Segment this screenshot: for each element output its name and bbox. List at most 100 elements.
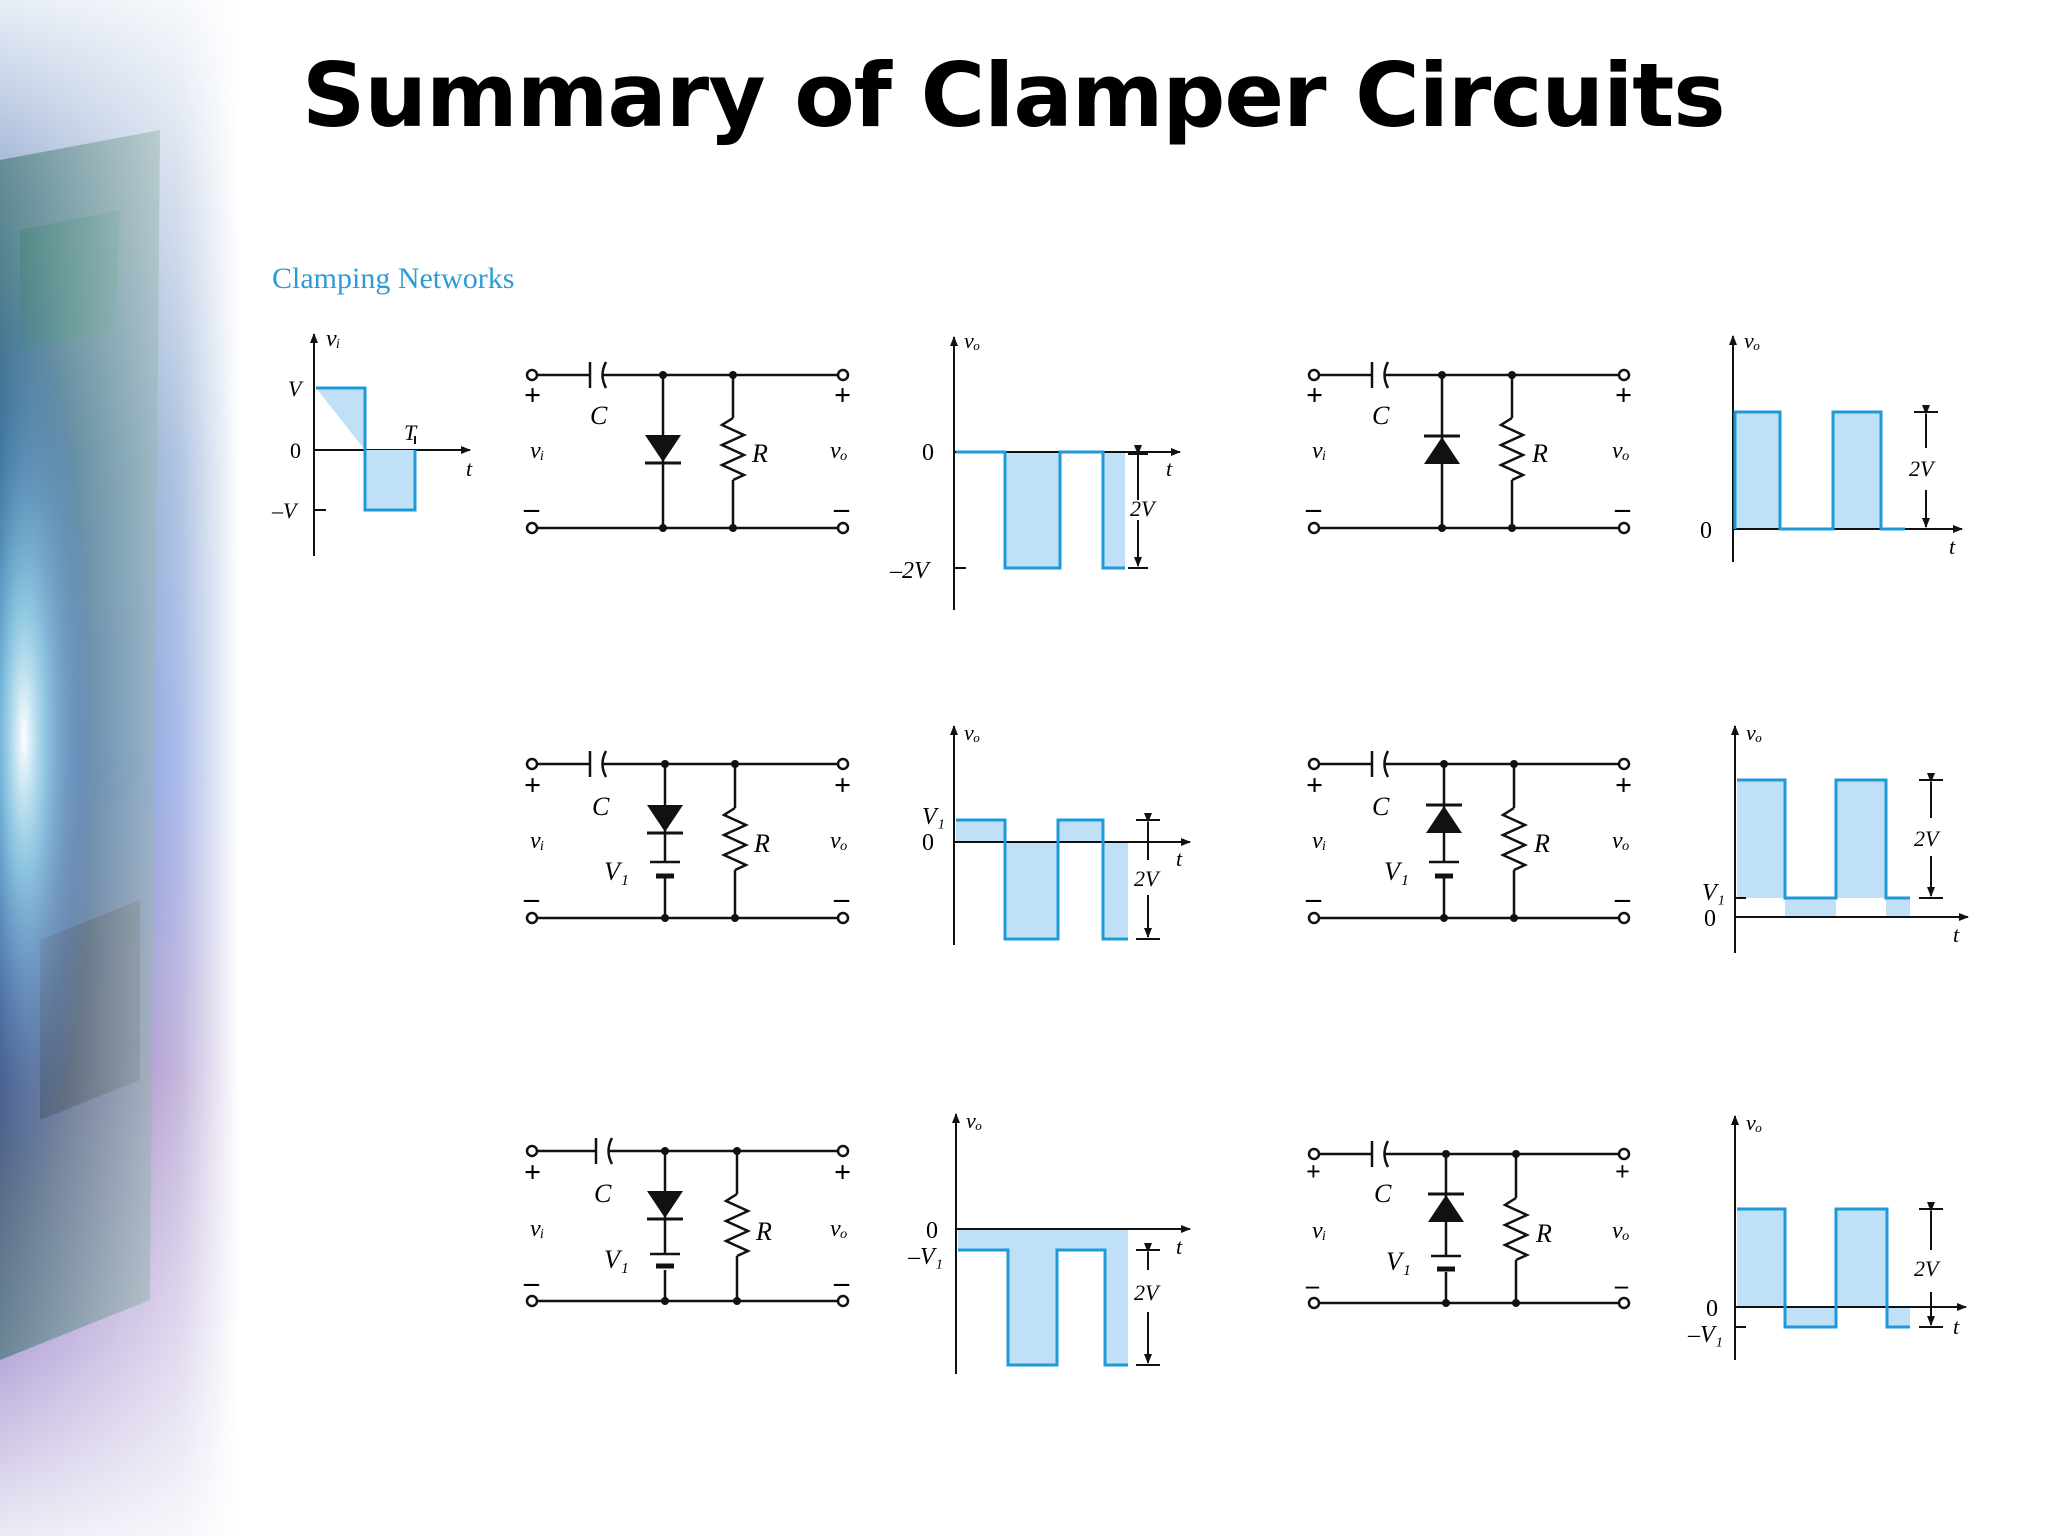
resistor-label: R <box>1531 439 1548 468</box>
output-t-label: t <box>1166 456 1173 481</box>
input-level-zero: 0 <box>290 438 301 463</box>
circuit-3 <box>525 750 850 925</box>
output-axis-label: vₒ <box>1746 1110 1762 1135</box>
minus-sign: – <box>1305 882 1322 915</box>
swing-label: 2V <box>1914 826 1941 851</box>
plus-sign: + <box>834 1156 851 1189</box>
graph6-negv1-label: –V₁ <box>1687 1322 1723 1348</box>
battery <box>650 1252 680 1269</box>
graph1-neg2v-label: –2V <box>889 558 931 584</box>
input-period-label: T <box>404 420 418 445</box>
output-graph-6 <box>1731 1115 1967 1360</box>
vo-label: vₒ <box>830 828 848 854</box>
vo-label: vₒ <box>1612 828 1630 854</box>
plus-sign: + <box>1615 379 1632 412</box>
output-axis-label: vₒ <box>966 1108 982 1133</box>
capacitor-label: C <box>592 792 610 821</box>
output-t-label: t <box>1953 922 1960 947</box>
circuit-5 <box>525 1137 850 1308</box>
graph5-zero-label: 0 <box>926 1218 938 1244</box>
minus-sign: – <box>1614 1271 1629 1300</box>
vo-label: vₒ <box>830 438 848 464</box>
minus-sign: – <box>1305 492 1322 525</box>
vo-label: vₒ <box>830 1216 848 1242</box>
battery <box>1429 860 1459 879</box>
minus-sign: – <box>1305 1271 1320 1300</box>
resistor-label: R <box>1535 1219 1552 1248</box>
output-t-label: t <box>1949 534 1956 559</box>
battery <box>650 860 680 879</box>
circuit-labels: + C vᵢ – R + vₒ – + C vᵢ – R + vₒ – + C … <box>523 379 1632 1300</box>
plus-sign: + <box>524 379 541 412</box>
minus-sign: – <box>833 882 850 915</box>
input-axis-label: vᵢ <box>326 326 340 352</box>
slide-title: Summary of Clamper Circuits <box>302 44 1726 147</box>
minus-sign: – <box>833 1266 850 1299</box>
swing-label: 2V <box>1134 1280 1161 1305</box>
swing-label: 2V <box>1130 496 1157 521</box>
output-graph-1 <box>950 336 1181 610</box>
plus-sign: + <box>1615 1157 1630 1186</box>
swing-label: 2V <box>1134 866 1161 891</box>
section-label: Clamping Networks <box>272 262 515 295</box>
vi-label: vᵢ <box>530 1216 544 1242</box>
output-t-label: t <box>1953 1314 1960 1339</box>
input-level-negv: –V <box>271 498 299 523</box>
battery <box>1431 1254 1461 1272</box>
vi-label: vᵢ <box>530 438 544 464</box>
plus-sign: + <box>834 769 851 802</box>
minus-sign: – <box>833 492 850 525</box>
output-axis-label: vₒ <box>1744 328 1760 353</box>
vo-label: vₒ <box>1612 438 1630 464</box>
input-t-label: t <box>466 456 473 481</box>
resistor-label: R <box>753 829 770 858</box>
minus-sign: – <box>1614 492 1631 525</box>
minus-sign: – <box>523 492 540 525</box>
graph3-zero-label: 0 <box>922 830 934 856</box>
capacitor-label: C <box>590 401 608 430</box>
input-signal-trace <box>316 386 417 512</box>
output-graph-3 <box>950 725 1191 945</box>
minus-sign: – <box>523 882 540 915</box>
vi-label: vᵢ <box>1312 1218 1326 1244</box>
plus-sign: + <box>524 769 541 802</box>
resistor <box>722 1192 752 1258</box>
output-axis-label: vₒ <box>964 328 980 353</box>
graph5-negv1-label: –V₁ <box>907 1244 943 1270</box>
diode <box>647 805 683 835</box>
plus-sign: + <box>1615 769 1632 802</box>
resistor <box>1499 806 1529 872</box>
capacitor-label: C <box>1372 792 1390 821</box>
vi-label: vᵢ <box>1312 828 1326 854</box>
output-t-label: t <box>1176 1234 1183 1259</box>
circuit-6 <box>1307 1140 1631 1310</box>
battery-label: V₁ <box>604 1245 629 1274</box>
minus-sign: – <box>523 1266 540 1299</box>
circuit-2 <box>1307 361 1631 535</box>
resistor-label: R <box>751 439 768 468</box>
capacitor-label: C <box>1372 401 1390 430</box>
swing-label: 2V <box>1914 1256 1941 1281</box>
output-axis-label: vₒ <box>964 720 980 745</box>
diode <box>647 1191 683 1221</box>
diode <box>1428 1192 1464 1222</box>
output-graph-5 <box>952 1113 1191 1374</box>
plus-sign: + <box>1306 379 1323 412</box>
plus-sign: + <box>1306 769 1323 802</box>
resistor-label: R <box>1533 829 1550 858</box>
resistor <box>1497 416 1527 482</box>
vi-label: vᵢ <box>1312 438 1326 464</box>
capacitor-label: C <box>1374 1179 1392 1208</box>
plus-sign: + <box>524 1156 541 1189</box>
input-level-v: V <box>288 376 304 401</box>
background-decoration <box>0 0 240 1536</box>
output-axis-label: vₒ <box>1746 720 1762 745</box>
output-t-label: t <box>1176 846 1183 871</box>
vi-label: vᵢ <box>530 828 544 854</box>
diode <box>1424 434 1460 464</box>
graph4-v1-label: V₁ <box>1702 880 1725 906</box>
diode <box>1426 803 1462 833</box>
circuit-1 <box>525 361 850 535</box>
output-graph-2 <box>1729 335 1963 562</box>
